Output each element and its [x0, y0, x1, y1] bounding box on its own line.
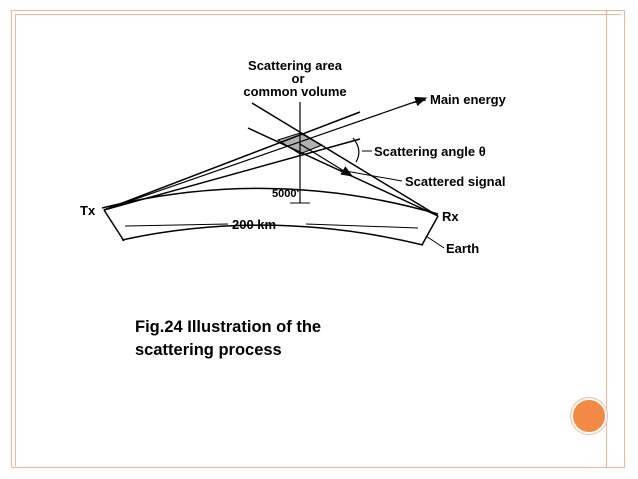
- label-tx: Tx: [80, 203, 96, 218]
- rx-beam-lower: [247, 127, 439, 217]
- label-rx: Rx: [442, 209, 459, 224]
- earth-left-edge: [103, 209, 125, 242]
- earth-right-edge: [421, 215, 439, 246]
- scattering-angle-arc: [352, 137, 360, 163]
- main-energy-arrow: [103, 97, 428, 211]
- slide-frame-vertical-line: [606, 10, 607, 468]
- distance-line-right: [305, 223, 419, 229]
- figure-caption: Fig.24 Illustration of the scattering pr…: [135, 316, 435, 362]
- distance-line-left: [124, 223, 229, 227]
- label-height: 5000': [272, 188, 299, 200]
- rx-beam-upper: [251, 102, 439, 217]
- slide-frame: [11, 10, 625, 468]
- tx-beam-upper: [103, 111, 361, 211]
- label-scattering-area-line3: common volume: [243, 84, 346, 99]
- label-scattering-angle: Scattering angle θ: [374, 144, 486, 159]
- label-earth: Earth: [446, 241, 479, 256]
- orange-circle-icon: [571, 398, 607, 434]
- earth-leader: [425, 235, 445, 249]
- scattering-diagram: Scattering area or common volume Main en…: [80, 58, 507, 256]
- figure-caption-line1: Fig.24 Illustration of the: [135, 318, 322, 336]
- main-energy-leader: [411, 99, 427, 104]
- slide-frame-inner: [15, 14, 621, 466]
- label-scattered-signal: Scattered signal: [405, 174, 505, 189]
- label-main-energy: Main energy: [430, 92, 507, 107]
- label-distance: 200 km: [232, 217, 276, 232]
- earth-surface-inner: [121, 224, 424, 246]
- label-scattering-area-line2: or: [292, 71, 305, 86]
- figure-caption-line2: scattering process: [135, 341, 282, 359]
- scattered-signal-leader: [339, 169, 403, 182]
- label-scattering-area-line1: Scattering area: [248, 58, 343, 73]
- earth-surface-outer: [101, 187, 439, 215]
